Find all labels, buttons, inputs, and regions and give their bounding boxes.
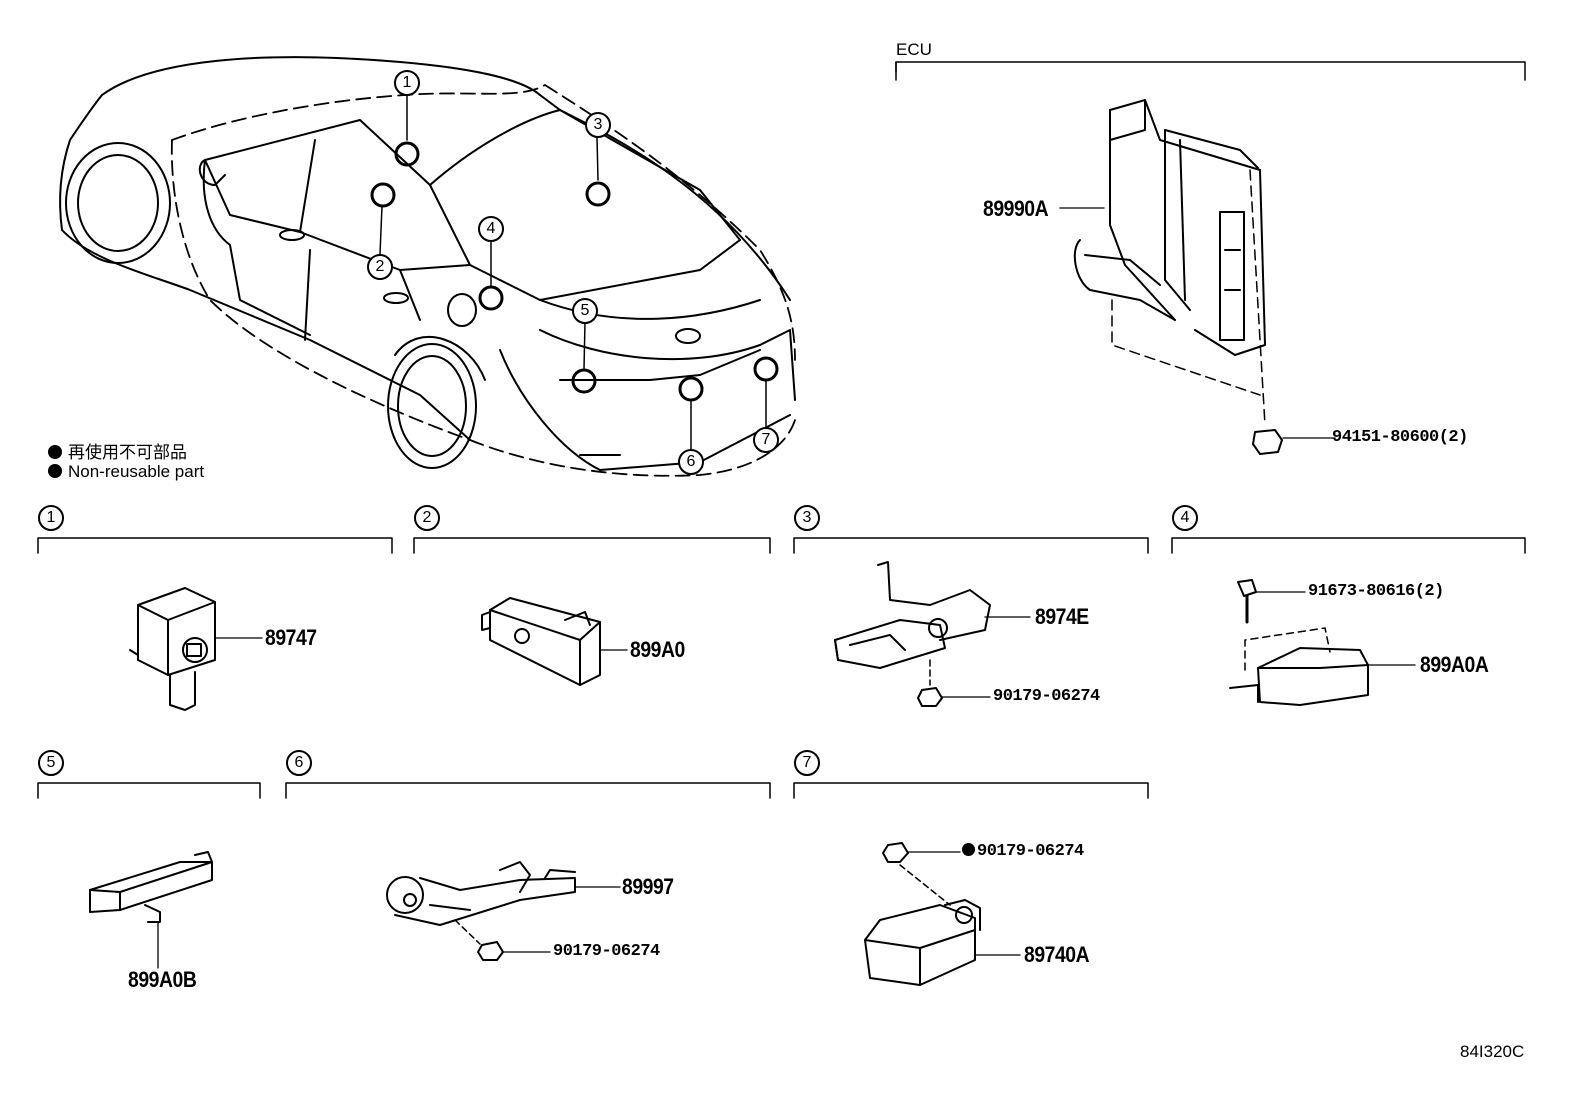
- part-label-8974e: 8974E: [1035, 604, 1089, 629]
- part-label-89990a: 89990A: [983, 196, 1049, 221]
- section-num-7: 7: [794, 750, 820, 776]
- part-label-89997: 89997: [622, 874, 674, 899]
- part-label-94151-80600: 94151-80600(2): [1332, 428, 1468, 447]
- part-label-899a0: 899A0: [630, 637, 685, 662]
- part-899a0a-drawing: [1229, 579, 1416, 706]
- part-label-90179-06274-s6: 90179-06274: [553, 942, 660, 961]
- legend-en: Non-reusable part: [48, 462, 204, 482]
- section-num-6: 6: [286, 750, 312, 776]
- non-reusable-dot-icon: [48, 464, 62, 478]
- part-89747-drawing: [129, 587, 263, 711]
- legend-jp: 再使用不可部品: [48, 438, 187, 463]
- car-callout-5: 5: [572, 298, 598, 324]
- legend-jp-text: 再使用不可部品: [68, 443, 187, 462]
- section-num-3: 3: [794, 505, 820, 531]
- ecu-title: ECU: [896, 40, 932, 59]
- part-label-899a0b: 899A0B: [128, 967, 197, 992]
- part-899a0a-dash: [1244, 627, 1331, 671]
- car-callout-6: 6: [678, 449, 704, 475]
- section-num-5: 5: [38, 750, 64, 776]
- car-callout-4: 4: [478, 216, 504, 242]
- part-label-89740a: 89740A: [1024, 942, 1090, 967]
- part-label-90179-06274-s3: 90179-06274: [993, 687, 1100, 706]
- part-89740a-drawing: [864, 842, 1021, 986]
- car-outline: [59, 56, 796, 471]
- ecu-bracket: [895, 61, 1526, 81]
- part-label-91673-80616: 91673-80616(2): [1308, 582, 1444, 601]
- part-899a0b-drawing: [89, 851, 213, 969]
- car-callout-3: 3: [585, 112, 611, 138]
- location-markers: [370, 141, 779, 402]
- non-reusable-dot-icon: [48, 445, 62, 459]
- part-89997-dash: [454, 919, 481, 945]
- legend-en-text: Non-reusable part: [68, 462, 205, 481]
- ecu-dashes: [1111, 169, 1266, 426]
- section-num-4: 4: [1172, 505, 1198, 531]
- ecu-nut: [1252, 429, 1336, 455]
- car-callout-7: 7: [753, 427, 779, 453]
- section-num-1: 1: [38, 505, 64, 531]
- diagram-code: 84I320C: [1460, 1042, 1525, 1061]
- part-89997-drawing: [386, 861, 621, 961]
- part-label-90179-06274-s7-text: 90179-06274: [977, 842, 1084, 861]
- part-899a0-drawing: [481, 597, 628, 686]
- part-89740a-dash: [899, 864, 951, 906]
- part-label-89747: 89747: [265, 625, 317, 650]
- part-8974e-drawing: [834, 561, 1031, 707]
- part-label-90179-06274-s7: 90179-06274: [962, 842, 1084, 861]
- car-callout-2: 2: [367, 254, 393, 280]
- non-reusable-dot-icon: [962, 843, 975, 856]
- section-num-2: 2: [414, 505, 440, 531]
- part-label-899a0a: 899A0A: [1420, 652, 1489, 677]
- section-brackets: [37, 537, 1526, 799]
- ecu-unit-drawing: [1059, 99, 1266, 356]
- car-callout-1: 1: [394, 70, 420, 96]
- car-callout-leaders: [379, 95, 767, 451]
